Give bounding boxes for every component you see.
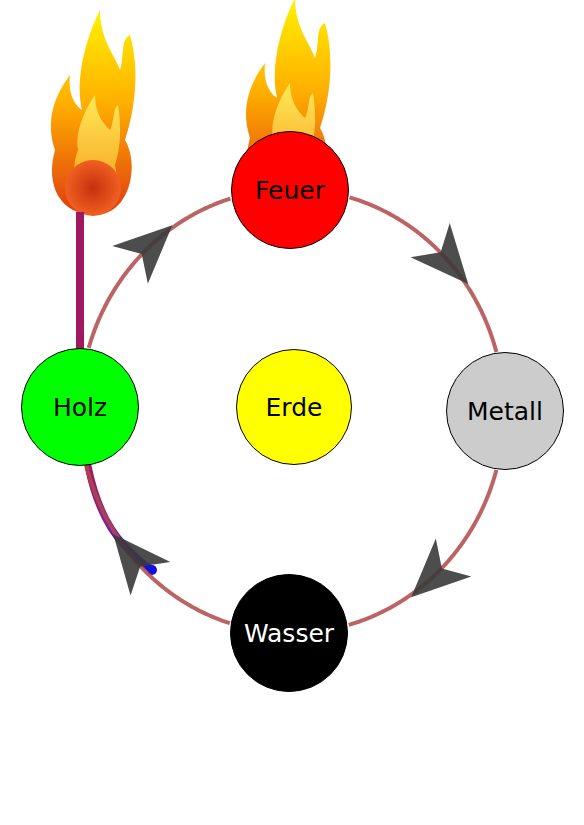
arrow-head bbox=[112, 206, 190, 284]
arrow-head bbox=[93, 518, 170, 596]
element-circle: Erde bbox=[236, 349, 352, 465]
cycle-connector-group bbox=[87, 466, 230, 623]
arrow-head bbox=[393, 539, 471, 617]
cycle-arc bbox=[349, 470, 497, 625]
circle-shape bbox=[447, 353, 564, 470]
circle-shape bbox=[22, 349, 139, 466]
element-circle: Wasser bbox=[230, 574, 348, 692]
cycle-arc bbox=[350, 197, 497, 352]
flame-stem bbox=[76, 212, 84, 352]
arrow-head bbox=[411, 223, 488, 301]
circle-shape bbox=[232, 132, 349, 249]
element-label: Metall bbox=[467, 399, 543, 424]
flame-left bbox=[51, 10, 135, 216]
element-label: Feuer bbox=[255, 178, 325, 203]
element-label: Wasser bbox=[244, 621, 334, 646]
circle-shape bbox=[237, 350, 352, 465]
flame-bulb bbox=[65, 160, 121, 216]
cycle-arc bbox=[89, 199, 231, 348]
element-label: Erde bbox=[266, 395, 323, 420]
element-circle: Holz bbox=[21, 348, 139, 466]
cycle-connector-group bbox=[349, 470, 497, 625]
cycle-connector-group bbox=[350, 197, 497, 352]
circle-shape bbox=[231, 575, 348, 692]
cycle-arc bbox=[87, 466, 230, 623]
element-circle: Feuer bbox=[231, 131, 349, 249]
element-label: Holz bbox=[53, 395, 107, 420]
flame-shape bbox=[51, 10, 135, 215]
element-circle: Metall bbox=[446, 352, 564, 470]
cycle-connector-group bbox=[89, 199, 231, 348]
